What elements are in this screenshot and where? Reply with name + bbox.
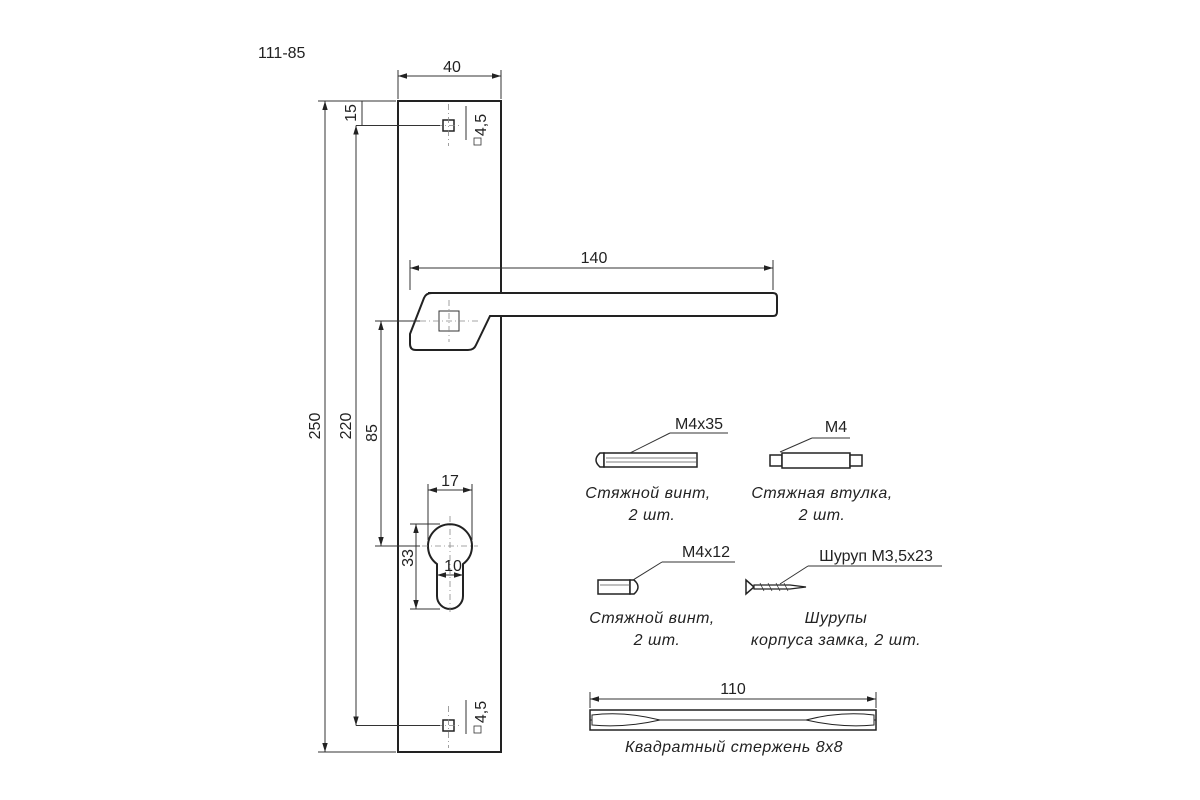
dim-label-15: 15	[343, 104, 360, 122]
dim-label-110: 110	[720, 681, 746, 698]
dim-label-250: 250	[307, 413, 324, 440]
dim-plate-width: 40	[397, 59, 502, 99]
part-2-spec: М4	[825, 419, 847, 436]
part-1-spec: М4х35	[675, 416, 723, 433]
dim-label-10: 10	[444, 558, 462, 575]
part-3-caption-line2: 2 шт.	[633, 632, 681, 649]
dim-hole-offset: 15	[343, 100, 440, 126]
bottom-mounting-hole	[436, 706, 482, 748]
dim-label-140: 140	[581, 250, 608, 267]
part-4-spec: Шуруп М3,5х23	[819, 548, 933, 565]
dim-label-4-5-top: 4,5	[473, 114, 490, 136]
part-3-spec: М4х12	[682, 544, 730, 561]
back-plate	[397, 100, 502, 753]
part-2-caption-line2: 2 шт.	[798, 507, 846, 524]
part-3-caption-line1: Стяжной винт,	[589, 610, 714, 627]
top-mounting-hole	[436, 104, 482, 146]
part-4-caption-line1: Шурупы	[805, 610, 868, 627]
part-screw-m4x35: М4х35 Стяжной винт, 2 шт.	[585, 416, 728, 524]
square-rod: 110 Квадратный стержень 8х8	[589, 681, 877, 756]
dim-handle-to-cylinder: 85	[364, 320, 420, 547]
part-2-caption-line1: Стяжная втулка,	[751, 485, 892, 502]
dim-label-220: 220	[338, 413, 355, 440]
dim-label-17: 17	[441, 473, 459, 490]
rod-caption: Квадратный стержень 8х8	[625, 739, 843, 756]
dim-hole-size-bottom: 4,5	[465, 700, 490, 734]
lever-handle	[409, 292, 778, 351]
part-screw-m4x12: М4х12 Стяжной винт, 2 шт.	[589, 544, 735, 649]
dim-label-85: 85	[364, 424, 381, 442]
dim-cylinder-width: 17	[427, 473, 473, 540]
dim-label-40: 40	[443, 59, 461, 76]
model-number: 111-85	[258, 45, 306, 62]
part-sleeve-m4: М4 Стяжная втулка, 2 шт.	[751, 419, 892, 524]
part-1-caption-line2: 2 шт.	[628, 507, 676, 524]
cylinder-cutout	[422, 516, 478, 612]
dim-label-4-5-bottom: 4,5	[473, 701, 490, 723]
dim-cylinder-height: 33	[400, 523, 440, 610]
part-wood-screw: Шуруп М3,5х23 Шурупы корпуса замка, 2 шт…	[745, 548, 942, 649]
dim-hole-size-top: 4,5	[465, 106, 490, 140]
dim-hole-spacing: 220	[338, 125, 440, 726]
dim-lever-length: 140	[409, 250, 774, 290]
dim-label-33: 33	[400, 549, 417, 567]
part-4-caption-line2: корпуса замка, 2 шт.	[751, 632, 921, 649]
part-1-caption-line1: Стяжной винт,	[585, 485, 710, 502]
dim-cylinder-slot: 10	[437, 558, 463, 578]
